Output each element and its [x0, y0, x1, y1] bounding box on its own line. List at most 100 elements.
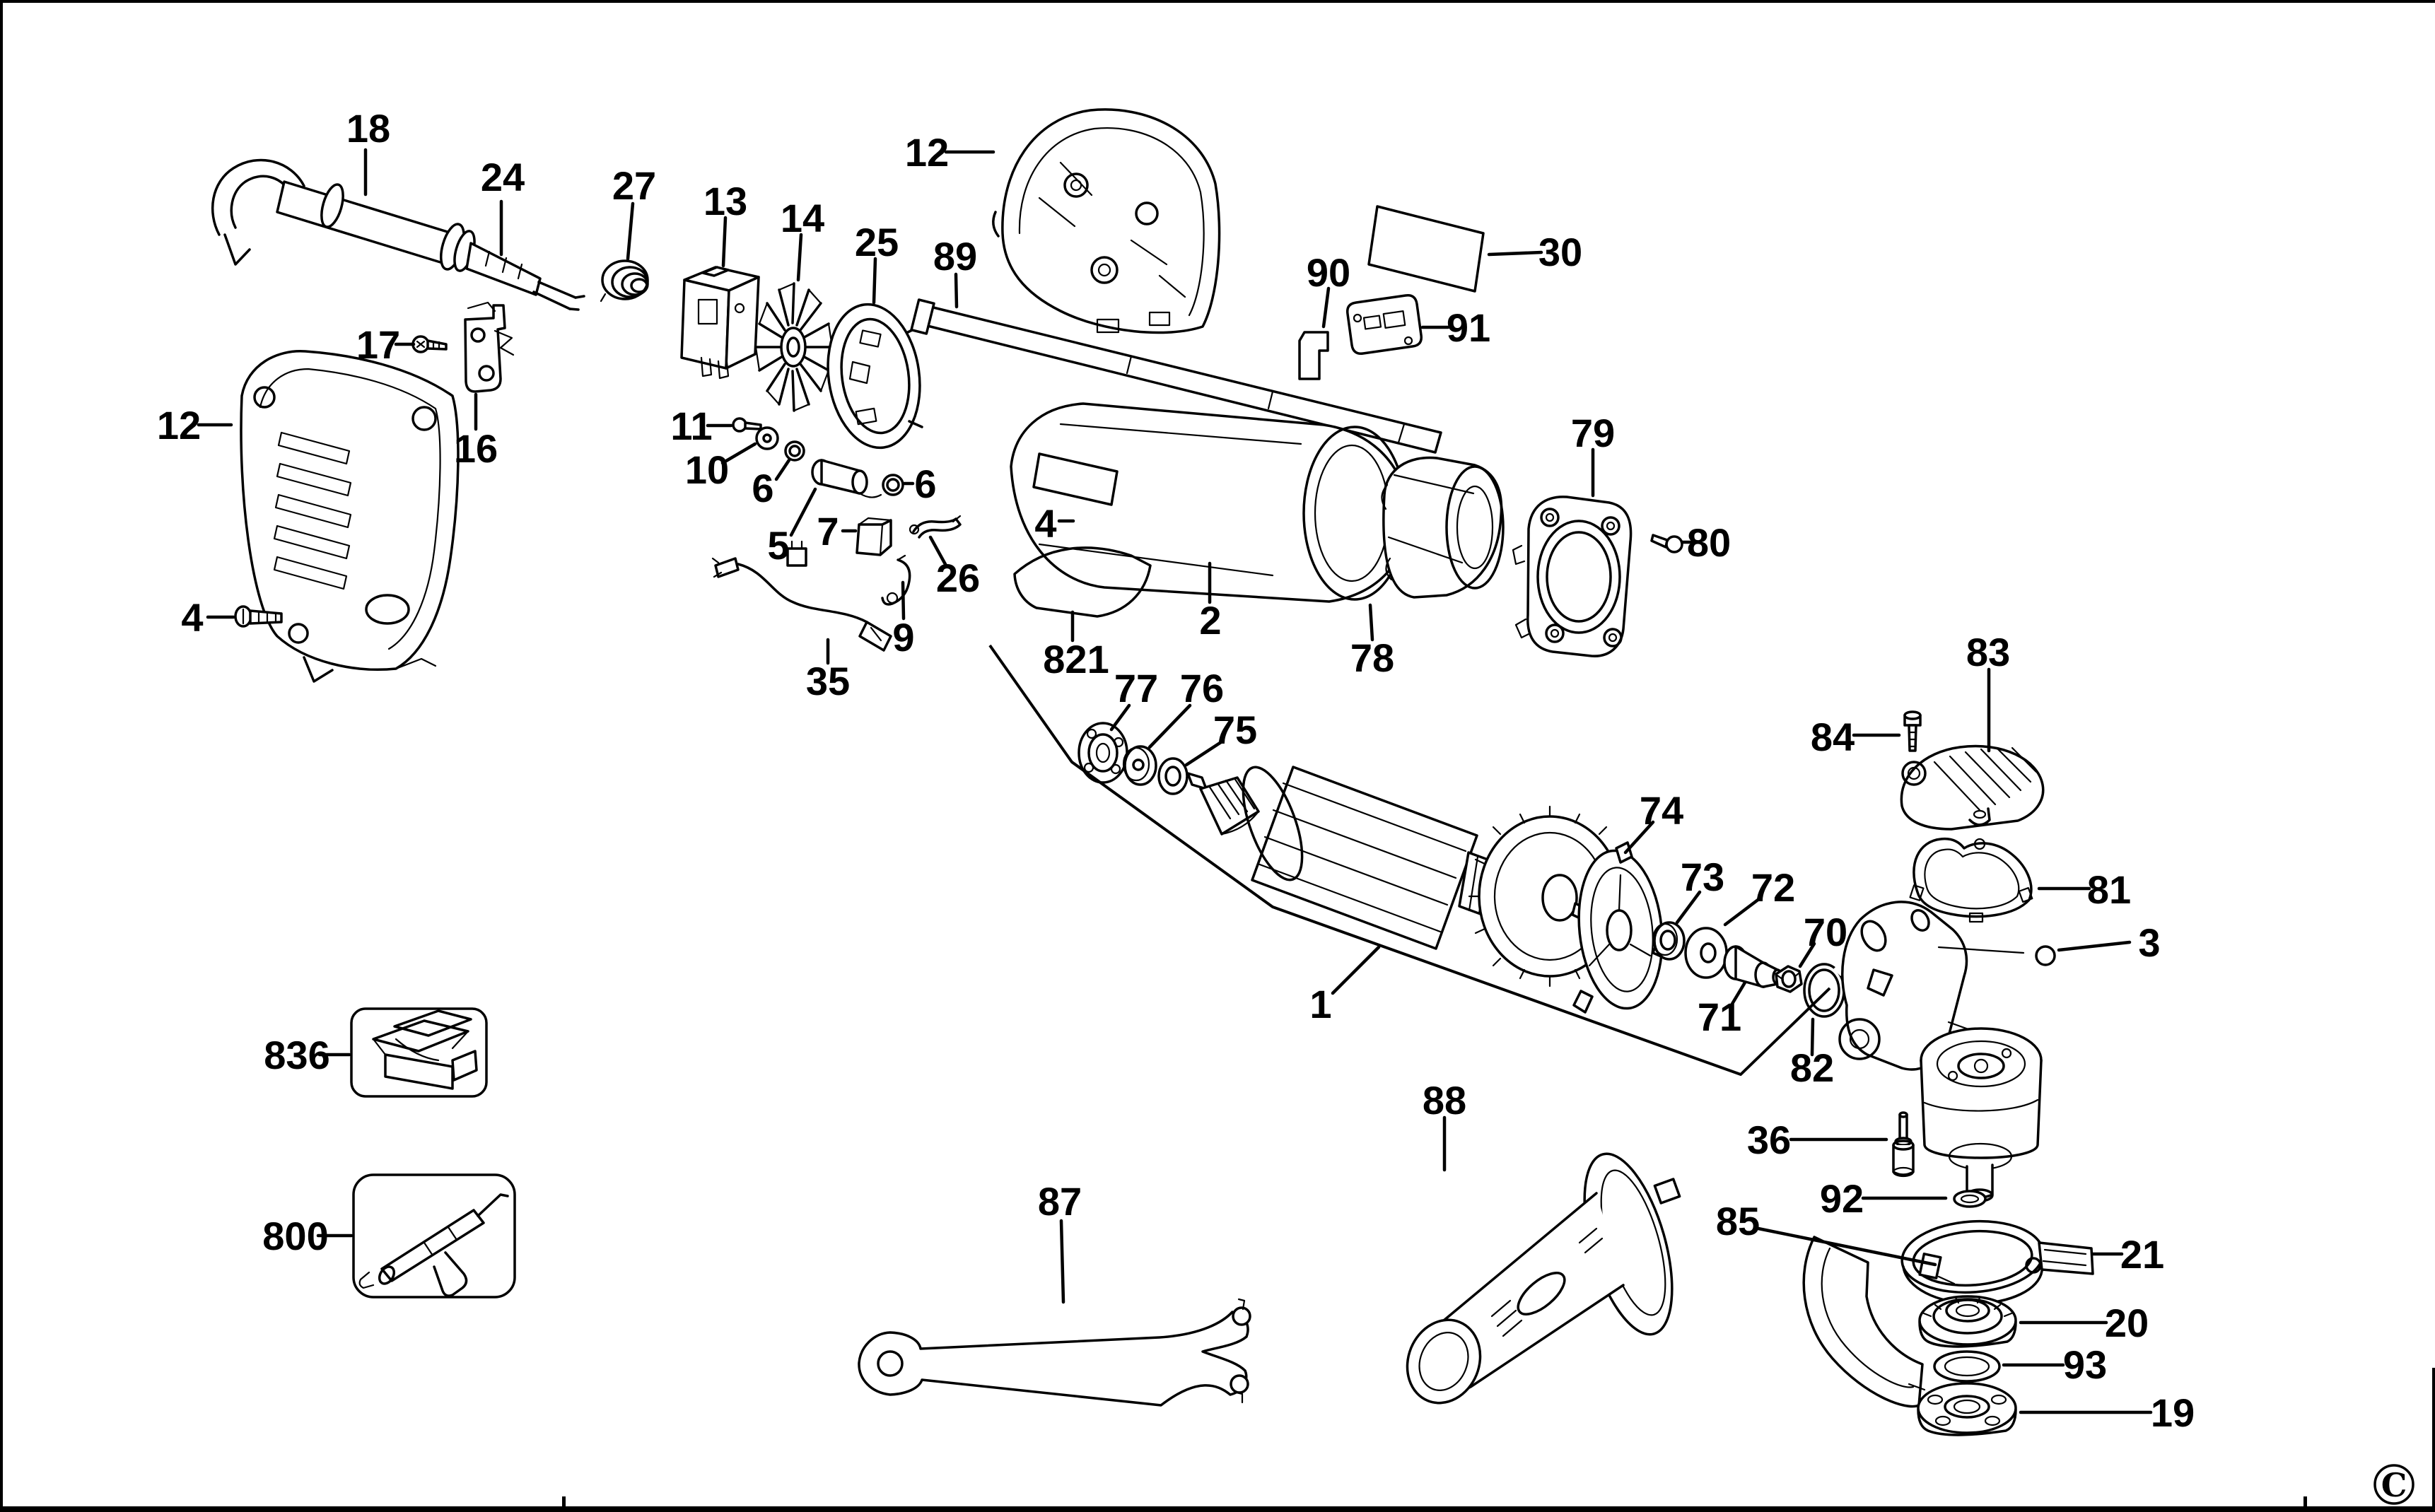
callout-label-83-40: 83	[1966, 630, 2010, 674]
leader-line-13-7	[721, 216, 728, 268]
leader-line-77-30	[1109, 703, 1131, 732]
callout-label-72-36: 72	[1751, 865, 1795, 910]
callout-label-20-48: 20	[2105, 1301, 2149, 1345]
leader-line-87-52	[1059, 1219, 1065, 1304]
kit-box-drawing	[350, 1007, 488, 1098]
leader-line-76-31	[1148, 703, 1192, 749]
callout-label-6-20: 6	[914, 462, 936, 506]
applicator-gun-drawing	[352, 1173, 516, 1299]
callout-label-89-10: 89	[933, 234, 977, 279]
callout-label-93-49: 93	[2063, 1342, 2107, 1387]
leader-line-78-26	[1368, 603, 1374, 642]
bearing-77-drawing	[1078, 722, 1128, 784]
callout-label-16-3: 16	[454, 426, 498, 471]
fan-drawing	[754, 282, 834, 412]
footer-rule	[0, 1506, 2435, 1512]
washer-76-drawing	[1122, 745, 1157, 786]
washer-75-drawing	[1157, 757, 1189, 795]
leader-line-90-13	[1321, 286, 1331, 329]
leader-line-3-43	[2057, 940, 2132, 952]
screw-80-drawing	[1650, 534, 1683, 553]
washer-73-drawing	[1652, 921, 1686, 961]
callout-label-85-46: 85	[1716, 1199, 1760, 1243]
callout-label-90-13: 90	[1307, 250, 1350, 295]
callout-label-17-2: 17	[356, 322, 400, 367]
footer-tick-right	[2303, 1496, 2307, 1506]
callout-label-35-29: 35	[806, 659, 850, 703]
brush-strip-drawing	[910, 298, 1442, 454]
callout-label-92-45: 92	[1820, 1176, 1864, 1221]
callout-label-2-24: 2	[1199, 598, 1221, 643]
spanner-wrench-drawing	[858, 1298, 1251, 1407]
fan-baffle-drawing	[827, 303, 923, 450]
leader-line-5-18	[789, 487, 817, 537]
bearing-plate-drawing	[1512, 496, 1633, 657]
top-border	[0, 0, 2435, 3]
callout-label-10-16: 10	[685, 447, 729, 492]
callout-label-80-28: 80	[1687, 520, 1731, 565]
gearcase-drawing	[1838, 901, 2056, 1202]
callout-label-800-54: 800	[262, 1214, 328, 1258]
callout-label-4-23: 4	[1034, 501, 1056, 546]
callout-label-3-43: 3	[2138, 920, 2160, 965]
side-handle-drawing	[1406, 1152, 1681, 1405]
cord-clamp-drawing	[464, 301, 515, 393]
callout-label-13-7: 13	[703, 179, 747, 223]
leader-line-6-17	[774, 458, 791, 481]
screw-17-drawing	[411, 335, 448, 353]
leader-line-89-10	[954, 272, 959, 309]
callout-label-36-44: 36	[1747, 1118, 1791, 1162]
callout-label-70-37: 70	[1804, 910, 1847, 954]
leader-line-1-33	[1331, 945, 1381, 995]
leader-line-25-9	[872, 257, 877, 305]
parts-drawings	[211, 108, 2094, 1436]
brush-arm-26-drawing	[909, 515, 962, 539]
leader-line-70-37	[1798, 942, 1816, 968]
nut-70-drawing	[1775, 965, 1803, 993]
callout-label-24-1: 24	[481, 155, 525, 199]
wheel-guard-drawing	[1802, 1219, 2094, 1408]
brush-box-7-drawing	[856, 517, 892, 556]
callout-label-14-8: 14	[781, 196, 824, 240]
callout-label-77-30: 77	[1114, 666, 1158, 710]
motor-housing-top-drawing	[992, 108, 1221, 334]
leader-line-85-46	[1756, 1226, 1937, 1267]
copyright-letter: C	[2381, 1466, 2407, 1504]
copyright-mark: C	[2373, 1464, 2414, 1505]
assembly-bracket-line	[988, 644, 1831, 1076]
callout-label-75-32: 75	[1213, 708, 1257, 752]
guard-clamp-screw-drawing	[1918, 1253, 1942, 1279]
callout-label-91-14: 91	[1447, 305, 1490, 350]
callout-label-19-50: 19	[2151, 1390, 2195, 1435]
leader-line-14-8	[796, 233, 803, 282]
callout-label-12-11: 12	[905, 130, 949, 175]
callout-label-11-15: 11	[670, 404, 712, 448]
callout-label-5-18: 5	[767, 523, 789, 568]
screw-11-drawing	[732, 417, 762, 433]
stator-drawing	[1381, 456, 1505, 599]
callout-label-81-42: 81	[2087, 867, 2131, 912]
callout-label-27-6: 27	[612, 163, 656, 208]
washer-10-drawing	[755, 426, 779, 450]
screw-4-left-drawing	[234, 605, 283, 628]
leader-line-72-36	[1723, 896, 1762, 927]
callout-label-4-5: 4	[181, 595, 203, 640]
leader-line-73-35	[1675, 890, 1702, 925]
callout-label-25-9: 25	[855, 220, 899, 264]
module-plate-drawing	[1346, 294, 1423, 355]
leader-line-26-21	[928, 535, 948, 568]
leader-line-30-12	[1487, 250, 1543, 257]
oring-93-drawing	[1933, 1350, 2001, 1383]
nameplate-label-drawing	[1367, 205, 1485, 293]
pin-36-drawing	[1892, 1111, 1915, 1178]
leader-line-74-34	[1623, 820, 1655, 855]
callout-label-9-22: 9	[892, 615, 914, 660]
callout-label-1-33: 1	[1309, 982, 1331, 1026]
right-border	[2432, 1368, 2435, 1512]
screw-84-drawing	[1903, 710, 1922, 752]
label-821-drawing	[1013, 546, 1152, 618]
callout-label-84-41: 84	[1811, 715, 1855, 759]
callout-label-82-39: 82	[1790, 1045, 1834, 1090]
